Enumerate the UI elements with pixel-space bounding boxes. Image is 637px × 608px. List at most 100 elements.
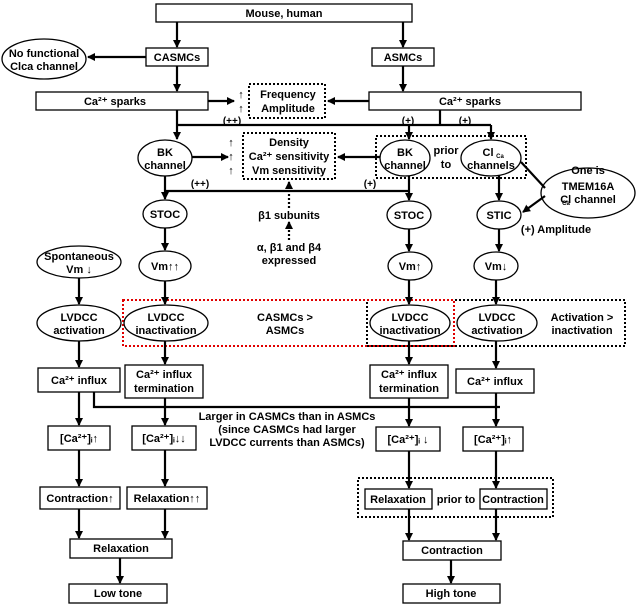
relaxation-right-label: Relaxation [370,494,426,506]
lvdcc-act-right-line1: LVDCC [478,312,515,324]
vm-mid-label: Vm↑ [399,261,422,273]
stic-label: STIC [486,210,511,222]
clca-sub: Ca [496,154,504,160]
ca-influx-left-label: Ca²⁺ influx [51,375,108,387]
bk-left-line1: BK [157,147,173,159]
one-is-label: One is [571,165,605,177]
lvdcc-inact-right-line1: LVDCC [391,312,428,324]
act-gt-inact-line2: inactivation [551,325,612,337]
cai-3-label: [Ca²⁺]ᵢ ↓ [388,434,429,446]
ca-term-right-line2: termination [379,383,439,395]
relaxation-left-box [126,486,208,510]
relaxation-left-label: Relaxation↑↑ [134,493,201,505]
amp-label: Amplitude [261,103,315,115]
prior-to-2-label: prior to [437,494,476,506]
lvdcc-act-left-line1: LVDCC [60,312,97,324]
vm-left-label: Vm↑↑ [151,261,179,273]
bk-right-line1: BK [397,147,413,159]
larger-note-line1: Larger in CASMCs than in ASMCs [199,411,376,423]
casmcs-label: CASMCs [154,52,200,64]
expressed-line1: α, β1 and β4 [257,242,322,254]
no-functional-line2: Clca channel [10,61,78,73]
ca-sparks-right-label: Ca²⁺ sparks [439,96,501,108]
relaxation-final-label: Relaxation [93,543,149,555]
high-tone-label: High tone [426,588,477,600]
density-line2: Ca²⁺ sensitivity [249,151,330,163]
act-gt-inact-line1: Activation > [551,312,614,324]
stoc-left-label: STOC [150,209,180,221]
asmcs-label: ASMCs [384,52,423,64]
lvdcc-inact-left-line2: inactivation [135,325,196,337]
prior-to-1-line2: to [441,159,452,171]
freq-arrow-2: ↑ [238,103,244,115]
ca-influx-right-box [455,368,535,394]
bk-right-line2: channel [384,160,426,172]
bk-left-line2: channel [144,160,186,172]
casmcs-group-dotted-red [122,299,455,347]
no-functional-line1: No functional [9,48,79,60]
ca-term-right-line1: Ca²⁺ influx [381,369,438,381]
relax-contract-group-dotted [357,477,554,518]
ca-influx-left-box [37,367,121,393]
cai-1-label: [Ca²⁺]ᵢ↑ [60,433,98,445]
larger-note-line2: (since CASMCs had larger [218,424,356,436]
line-tmem-cl [520,161,546,189]
spontaneous-line2: Vm ↓ [66,264,92,276]
prior-to-1-line1: prior [433,145,459,157]
clca-ellipse [460,139,522,177]
lvdcc-inact-left-line1: LVDCC [147,312,184,324]
amplitude-note: (+) Amplitude [521,224,591,236]
contraction-final-label: Contraction [421,545,483,557]
ca-term-left-line1: Ca²⁺ influx [136,369,193,381]
p-label-3: (+) [364,179,377,190]
p-label-1: (+) [402,116,415,127]
freq-label: Frequency [260,89,317,101]
p-label-2: (+) [459,116,472,127]
ca-term-left-line2: termination [134,383,194,395]
dens-arrow-1: ↑ [228,137,234,149]
relaxation-right-box [364,488,433,510]
expressed-line2: expressed [262,255,316,267]
tmem16a-sub: Ca [562,201,570,207]
freq-arrow-1: ↑ [238,89,244,101]
contraction-right-box [479,488,548,510]
clca-line1: Cl [483,147,494,159]
beta1-label: β1 subunits [258,210,320,222]
mouse-human-label: Mouse, human [245,8,322,20]
casmcs-gt-line2: ASMCs [266,325,305,337]
dens-arrow-3: ↑ [228,165,234,177]
stoc-right-label: STOC [394,210,424,222]
density-line3: Vm sensitivity [252,165,327,177]
ca-sparks-left-label: Ca²⁺ sparks [84,96,146,108]
tmem16a-line2: Cl channel [560,194,616,206]
lvdcc-act-right-line2: activation [471,325,523,337]
spontaneous-line1: Spontaneous [44,251,114,263]
high-tone-box [402,583,501,604]
larger-note-line3: LVDCC currents than ASMCs) [209,437,365,449]
tmem16a-ellipse [540,167,636,219]
lvdcc-inact-right-line2: inactivation [379,325,440,337]
density-line1: Density [269,137,310,149]
low-tone-box [68,583,168,604]
cai-4-box [462,426,524,452]
clca-line2: channels [467,160,515,172]
arrow-tmem-stic [522,195,546,213]
cai-4-label: [Ca²⁺]ᵢ↑ [474,434,512,446]
vm-right-label: Vm↓ [485,261,508,273]
contraction-left-label: Contraction↑ [46,493,113,505]
lvdcc-act-left-line2: activation [53,325,105,337]
ca-term-left-box [124,364,204,399]
dens-arrow-2: ↑ [228,151,234,163]
mouse-human-box [155,3,413,23]
tmem16a-line1: TMEM16A [562,181,615,193]
contraction-right-label: Contraction [482,494,544,506]
pp-label-1: (++) [223,116,241,127]
freq-amp-dotted-box [248,83,326,119]
low-tone-label: Low tone [94,588,142,600]
casmcs-gt-line1: CASMCs > [257,312,313,324]
pp-label-2: (++) [191,179,209,190]
ca-influx-right-label: Ca²⁺ influx [467,376,524,388]
density-dotted-box [242,132,336,180]
